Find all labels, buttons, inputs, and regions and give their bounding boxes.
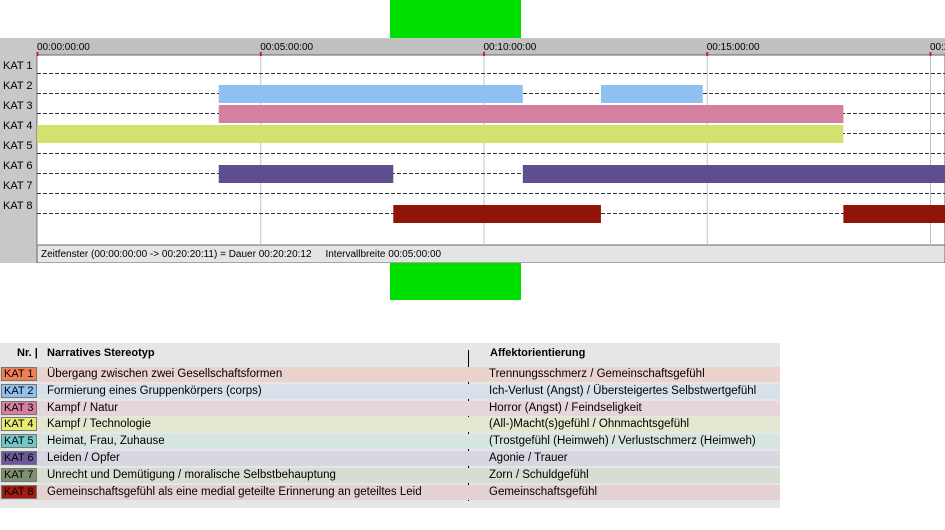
legend-row: KAT 5 Heimat, Frau, Zuhause (Trostgefühl (… (0, 434, 780, 449)
stereotype-text: Leiden / Opfer (47, 452, 120, 464)
legend-row: KAT 6 Leiden / Opfer Agonie / Trauer (0, 451, 780, 466)
affekt-text: Trennungsschmerz / Gemeinschaftsgefühl (489, 368, 705, 380)
timeline-bar (393, 205, 601, 223)
category-chip: KAT 6 (1, 451, 37, 465)
time-ruler (37, 39, 945, 55)
category-label: KAT 8 (3, 200, 33, 212)
affekt-text: Gemeinschaftsgefühl (489, 486, 598, 498)
stereotype-text: Kampf / Technologie (47, 418, 151, 430)
legend-header-nr: Nr. | (17, 347, 38, 359)
x-tick-label: 00:20:00:00 (930, 42, 945, 53)
category-chip: KAT 4 (1, 417, 37, 431)
category-label: KAT 3 (3, 100, 33, 112)
stereotype-text: Gemeinschaftsgefühl als eine medial gete… (47, 486, 422, 498)
stereotype-text: Heimat, Frau, Zuhause (47, 435, 165, 447)
timeline-bar (218, 105, 844, 123)
timeline-bar (218, 165, 394, 183)
x-tick-label: 00:00:00:00 (37, 42, 90, 53)
legend-row: KAT 7 Unrecht und Demütigung / moralische… (0, 468, 780, 483)
category-chip: KAT 5 (1, 434, 37, 448)
category-chip: KAT 7 (1, 468, 37, 482)
category-label: KAT 1 (3, 60, 33, 72)
legend-header-affekt: Affektorientierung (490, 347, 586, 359)
legend-row: KAT 4 Kampf / Technologie (All-)Macht(s)ge… (0, 417, 780, 432)
green-marker-top (390, 0, 521, 38)
timeline-panel: 00:00:00:00 00:05:00:00 00:10:00:00 00:15:0… (0, 38, 945, 263)
affekt-text: Zorn / Schuldgefühl (489, 469, 589, 481)
legend-row: KAT 1 Übergang zwischen zwei Gesellschaft… (0, 367, 780, 382)
stereotype-text: Übergang zwischen zwei Gesellschaftsform… (47, 368, 283, 380)
category-label: KAT 6 (3, 160, 33, 172)
x-tick-label: 00:10:00:00 (484, 42, 537, 53)
stereotype-text: Kampf / Natur (47, 402, 118, 414)
category-label: KAT 5 (3, 140, 33, 152)
x-tick-label: 00:15:00:00 (707, 42, 760, 53)
category-chip: KAT 8 (1, 485, 37, 499)
legend-row: KAT 8 Gemeinschaftsgefühl als eine medial… (0, 485, 780, 500)
category-label: KAT 7 (3, 180, 33, 192)
green-marker-bottom (390, 263, 521, 300)
timeline-bar (218, 85, 523, 103)
timeline-bar (600, 85, 703, 103)
stereotype-text: Formierung eines Gruppenkörpers (corps) (47, 385, 262, 397)
category-label: KAT 4 (3, 120, 33, 132)
affekt-text: Agonie / Trauer (489, 452, 568, 464)
timeline-bar (843, 205, 945, 223)
timeline-bar (522, 165, 945, 183)
category-label: KAT 2 (3, 80, 33, 92)
timeline-chart: 00:00:00:00 00:05:00:00 00:10:00:00 00:15:0… (36, 39, 945, 263)
category-chip: KAT 3 (1, 401, 37, 415)
stereotype-text: Unrecht und Demütigung / moralische Selb… (47, 469, 336, 481)
category-chip: KAT 1 (1, 367, 37, 381)
affekt-text: (All-)Macht(s)gefühl / Ohnmachtsgefühl (489, 418, 690, 430)
legend-header-stereotype: Narratives Stereotyp (47, 347, 155, 359)
legend-table: Nr. | Narratives Stereotyp Affektorienti… (0, 343, 780, 508)
status-bar-text: Zeitfenster (00:00:00:00 -> 00:20:20:11)… (41, 249, 442, 260)
affekt-text: Horror (Angst) / Feindseligkeit (489, 402, 642, 414)
category-chip: KAT 2 (1, 384, 37, 398)
x-tick-label: 00:05:00:00 (260, 42, 313, 53)
affekt-text: Ich-Verlust (Angst) / Übersteigertes Sel… (489, 385, 757, 397)
timeline-bar (37, 125, 844, 143)
legend-row: KAT 3 Kampf / Natur Horror (Angst) / Feind… (0, 401, 780, 416)
status-bar (36, 244, 945, 263)
legend-row: KAT 2 Formierung eines Gruppenkörpers (co… (0, 384, 780, 399)
affekt-text: (Trostgefühl (Heimweh) / Verlustschmerz … (489, 435, 756, 447)
